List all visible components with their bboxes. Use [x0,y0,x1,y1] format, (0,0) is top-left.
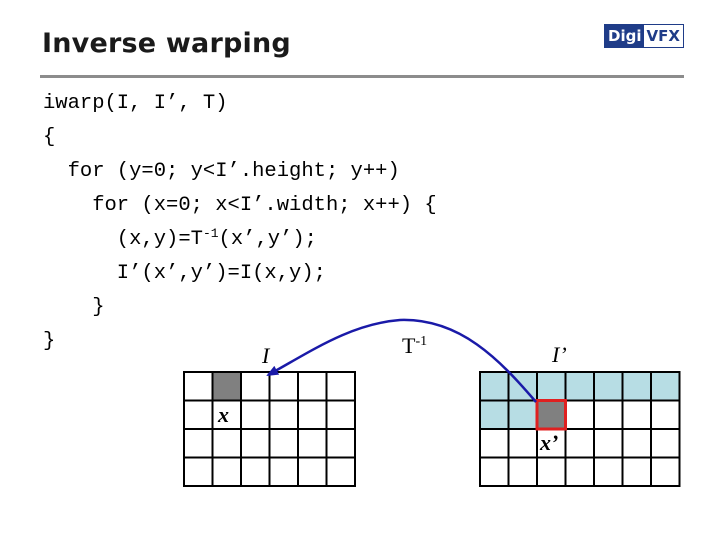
slide-title: Inverse warping [42,28,291,59]
target-pixel-cell [535,399,567,431]
code-line-5-superscript: -1 [202,226,219,241]
grid-cell [564,371,595,402]
source-pixel-label: x [218,402,229,427]
grid-cell [183,456,214,487]
code-line-5: (x,y)=T-1(x’,y’); [43,226,317,251]
inverse-mapping-arrow [266,318,537,403]
grid-cell [536,371,567,402]
code-line-2: { [43,126,56,149]
grid-cell [621,371,652,402]
grid-cell [650,399,681,430]
source-pixel-cell [211,371,242,402]
grid-cell [621,456,652,487]
grid-cell [564,399,595,430]
grid-cell [479,456,510,487]
code-line-3: for (y=0; y<I’.height; y++) [43,160,400,183]
digivfx-logo: Digi VFX [604,24,684,48]
grid-cell [240,428,271,459]
grid-cell [507,456,538,487]
grid-cell [650,428,681,459]
grid-cell [240,371,271,402]
grid-cell [325,399,356,430]
grid-cell [650,371,681,402]
grid-cell [240,456,271,487]
grid-cell [211,428,242,459]
source-image-label: I [262,343,270,368]
grid-cell [593,371,624,402]
grid-cell [183,428,214,459]
grid-cell [183,399,214,430]
transform-label-base: T [402,333,416,358]
grid-cell [268,456,299,487]
code-line-7: } [43,296,105,319]
grid-cell [479,399,510,430]
grid-cell [564,456,595,487]
grid-cell [240,399,271,430]
transform-label: T-1 [402,333,427,359]
grid-cell [593,399,624,430]
title-divider [40,75,684,78]
logo-part-vfx: VFX [644,25,683,47]
code-line-6: I’(x’,y’)=I(x,y); [43,262,326,285]
target-pixel-label: x’ [540,430,559,455]
grid-cell [564,428,595,459]
code-line-8: } [43,330,56,353]
code-line-4: for (x=0; x<I’.width; x++) { [43,194,437,217]
grid-cell [507,428,538,459]
code-line-5-tail: (x’,y’); [218,228,317,251]
code-line-5-head: (x,y)=T [43,228,203,251]
grid-cell [650,456,681,487]
logo-part-digi: Digi [605,25,645,47]
grid-cell [507,399,538,430]
grid-cell [536,456,567,487]
code-line-1: iwarp(I, I’, T) [43,92,228,115]
grid-cell [297,371,328,402]
grid-cell [268,371,299,402]
grid-cell [479,428,510,459]
grid-cell [621,428,652,459]
grid-cell [297,399,328,430]
transform-label-superscript: -1 [415,334,428,349]
grid-cell [325,428,356,459]
grid-cell [268,399,299,430]
grid-cell [479,371,510,402]
grid-cell [297,428,328,459]
code-block: iwarp(I, I’, T) { for (y=0; y<I’.height;… [43,87,437,359]
grid-cell [211,456,242,487]
grid-cell [268,428,299,459]
grid-cell [325,456,356,487]
grid-cell [593,428,624,459]
grid-cell [211,399,242,430]
grid-cell [325,371,356,402]
target-image-label: I’ [552,342,567,367]
grid-cell [593,456,624,487]
grid-cell [297,456,328,487]
source-image-grid [183,371,356,487]
grid-cell [183,371,214,402]
grid-cell [621,399,652,430]
target-image-grid [479,371,681,487]
